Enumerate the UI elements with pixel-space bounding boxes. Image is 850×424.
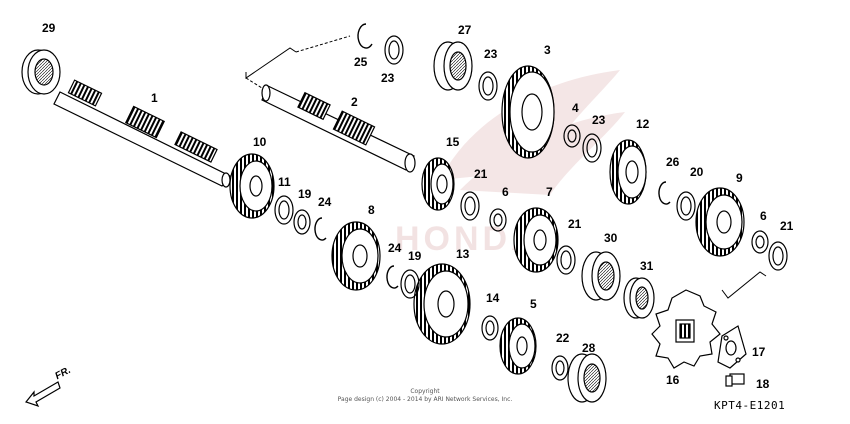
label-12: 12 bbox=[636, 117, 650, 131]
label-20: 20 bbox=[690, 165, 704, 179]
countershaft bbox=[261, 84, 416, 173]
label-24a: 24 bbox=[318, 195, 332, 209]
gear-8 bbox=[331, 221, 381, 291]
label-18: 18 bbox=[756, 377, 770, 391]
label-19b: 19 bbox=[408, 249, 422, 263]
gear-13 bbox=[413, 263, 471, 345]
gear-3 bbox=[501, 65, 555, 159]
label-17: 17 bbox=[752, 345, 766, 359]
plate-17 bbox=[717, 325, 747, 369]
label-29: 29 bbox=[42, 21, 56, 35]
bearing-29 bbox=[21, 49, 61, 95]
mainshaft bbox=[53, 79, 231, 188]
label-25: 25 bbox=[354, 55, 368, 69]
label-16: 16 bbox=[666, 373, 680, 387]
label-22: 22 bbox=[556, 331, 570, 345]
honda-watermark-text: HONDA bbox=[395, 220, 540, 258]
gear-5 bbox=[499, 317, 537, 375]
label-14: 14 bbox=[486, 291, 500, 305]
bearing-27 bbox=[433, 41, 473, 91]
copyright-line-1: Copyright bbox=[410, 388, 440, 395]
label-2: 2 bbox=[351, 95, 358, 109]
label-5: 5 bbox=[530, 297, 537, 311]
label-7: 7 bbox=[546, 185, 553, 199]
gear-15 bbox=[421, 157, 455, 211]
label-21a: 21 bbox=[474, 167, 488, 181]
copyright-notice: Copyright Page design (c) 2004 - 2014 by… bbox=[320, 388, 530, 404]
label-4: 4 bbox=[572, 101, 579, 115]
label-23a: 23 bbox=[381, 71, 395, 85]
label-9: 9 bbox=[736, 171, 743, 185]
label-8: 8 bbox=[368, 203, 375, 217]
label-19a: 19 bbox=[298, 187, 312, 201]
label-26: 26 bbox=[666, 155, 680, 169]
bearing-28 bbox=[567, 353, 607, 403]
front-arrow-icon bbox=[24, 381, 61, 408]
label-6a: 6 bbox=[502, 185, 509, 199]
gear-9 bbox=[695, 187, 745, 257]
bracket-lines bbox=[245, 35, 767, 299]
washers bbox=[274, 35, 788, 381]
part-labels: 29 1 2 25 23 27 23 3 4 23 12 10 11 19 24… bbox=[42, 21, 794, 391]
bearing-30 bbox=[581, 251, 621, 301]
label-30: 30 bbox=[604, 231, 618, 245]
label-23b: 23 bbox=[484, 47, 498, 61]
gear-10 bbox=[229, 153, 275, 219]
label-3: 3 bbox=[544, 43, 551, 57]
label-1: 1 bbox=[151, 91, 158, 105]
label-28: 28 bbox=[582, 341, 596, 355]
label-23c: 23 bbox=[592, 113, 606, 127]
label-13: 13 bbox=[456, 247, 470, 261]
gear-7 bbox=[513, 207, 559, 273]
label-21c: 21 bbox=[780, 219, 794, 233]
bolt-18 bbox=[725, 373, 745, 387]
circlips bbox=[314, 23, 671, 289]
label-24b: 24 bbox=[388, 241, 402, 255]
label-27: 27 bbox=[458, 23, 472, 37]
label-15: 15 bbox=[446, 135, 460, 149]
diagram-code: KPT4-E1201 bbox=[714, 399, 786, 412]
bearing-31 bbox=[623, 277, 655, 319]
label-11: 11 bbox=[278, 175, 291, 189]
gear-12 bbox=[609, 139, 647, 205]
label-10: 10 bbox=[253, 135, 267, 149]
label-31: 31 bbox=[640, 259, 654, 273]
copyright-line-2: Page design (c) 2004 - 2014 by ARI Netwo… bbox=[337, 396, 513, 403]
label-6b: 6 bbox=[760, 209, 767, 223]
sprocket-16 bbox=[651, 289, 721, 369]
label-21b: 21 bbox=[568, 217, 582, 231]
